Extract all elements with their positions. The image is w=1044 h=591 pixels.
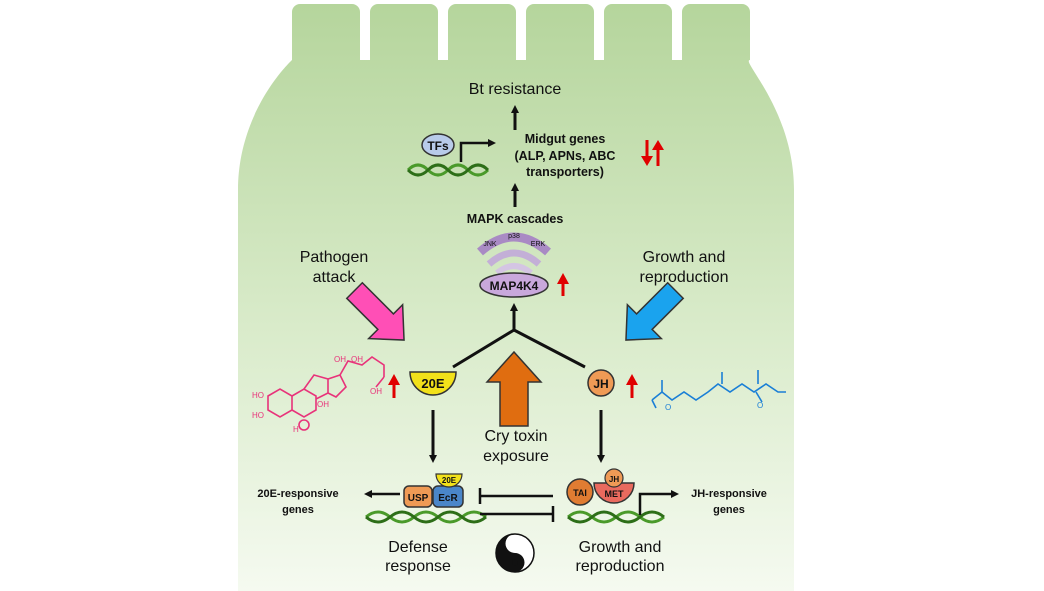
ecr-label: EcR	[438, 493, 458, 504]
converging-lines	[452, 303, 586, 369]
tf-label: TFs	[427, 139, 449, 153]
jh-structure	[651, 370, 786, 409]
svg-text:OH: OH	[317, 400, 329, 409]
hormone-20e-label: 20E	[421, 376, 444, 391]
usp-label: USP	[408, 493, 429, 504]
cry-toxin-arrow	[485, 350, 543, 427]
mapk-cascades-label: MAPK cascades	[467, 212, 564, 226]
responsive-jh-line1: JH-responsive	[691, 488, 767, 500]
growth-reproduction-top-line2: reproduction	[640, 269, 729, 286]
growth-reproduction-bottom-line2: reproduction	[576, 558, 665, 575]
defense-response-line2: response	[385, 558, 451, 575]
dna-helix-20e	[365, 510, 487, 524]
svg-text:OH: OH	[370, 387, 382, 396]
dna-helix-jh	[567, 510, 665, 524]
svg-text:HO: HO	[252, 391, 264, 400]
responsive-20e-line2: genes	[282, 504, 314, 516]
jh-structure-ester: O	[757, 401, 763, 410]
receptor-jh-node	[604, 468, 624, 488]
map4k4-up-arrow	[557, 273, 569, 296]
jnk-label: JNK	[483, 241, 497, 248]
mapk-arcs	[477, 232, 551, 276]
midgut-genes-line3: transporters)	[526, 165, 604, 179]
hormone-jh-node	[587, 369, 615, 397]
hormone-20e-node	[409, 371, 457, 396]
hormone-jh-label: JH	[593, 377, 608, 391]
svg-text:HO: HO	[252, 411, 264, 420]
tai-receptor	[566, 478, 594, 506]
tf-node	[421, 133, 455, 157]
pathogen-arrow	[345, 281, 405, 341]
growth-reproduction-top-line1: Growth and	[643, 249, 726, 266]
map4k4-label: MAP4K4	[490, 279, 539, 293]
yin-yang-icon	[495, 533, 535, 573]
cry-toxin-line2: exposure	[483, 448, 549, 465]
midgut-genes-line2: (ALP, APNs, ABC	[515, 149, 616, 163]
midgut-genes-line1: Midgut genes	[525, 132, 606, 146]
responsive-20e-line1: 20E-responsive	[257, 488, 338, 500]
svg-text:OH: OH	[334, 355, 346, 364]
mutual-inhibition	[478, 488, 555, 522]
p38-label: p38	[508, 233, 520, 240]
erk-label: ERK	[531, 241, 546, 248]
arrow-jh-responsive	[638, 490, 679, 515]
svg-text:OH: OH	[351, 355, 363, 364]
met-label: MET	[605, 489, 625, 499]
pathogen-attack-line1: Pathogen	[300, 249, 369, 266]
map4k4-node	[479, 272, 549, 298]
responsive-jh-line2: genes	[713, 504, 745, 516]
tf-promoter-arrow	[459, 139, 496, 162]
ecdysone-labels: HO HO H OH OH OH OH	[252, 355, 382, 434]
met-receptor	[593, 482, 635, 504]
dna-helix-tf	[406, 163, 490, 177]
cry-toxin-line1: Cry toxin	[484, 428, 547, 445]
growth-arrow	[625, 281, 685, 341]
tai-label: TAI	[573, 488, 587, 498]
receptor-20e-node	[435, 473, 463, 488]
growth-reproduction-bottom-line1: Growth and	[579, 539, 662, 556]
midgut-up-down-arrows	[641, 140, 664, 166]
receptor-jh-label: JH	[609, 475, 619, 484]
ecdysone-structure	[267, 356, 385, 431]
bt-resistance-label: Bt resistance	[469, 81, 562, 98]
hormone-jh-up-arrow	[626, 374, 638, 398]
pathogen-attack-line2: attack	[313, 269, 357, 286]
usp-receptor	[403, 485, 433, 508]
receptor-20e-label: 20E	[442, 476, 457, 485]
defense-response-line1: Defense	[388, 539, 448, 556]
jh-structure-o: O	[665, 403, 671, 412]
hormone-20e-up-arrow	[388, 374, 400, 398]
svg-text:H: H	[293, 425, 299, 434]
